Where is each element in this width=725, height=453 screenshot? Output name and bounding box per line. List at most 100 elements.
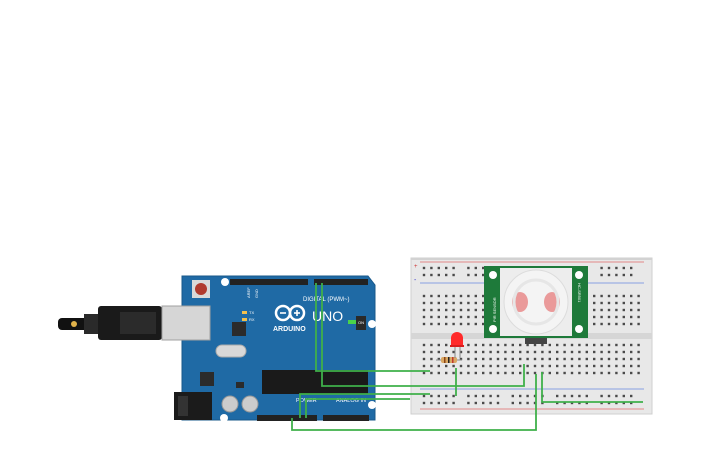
breadboard-hole[interactable] (489, 401, 492, 405)
breadboard-hole[interactable] (548, 371, 551, 375)
breadboard-hole[interactable] (459, 308, 463, 312)
breadboard-hole[interactable] (422, 273, 426, 277)
breadboard-hole[interactable] (511, 343, 514, 347)
breadboard-hole[interactable] (474, 273, 477, 277)
breadboard-hole[interactable] (489, 394, 492, 398)
breadboard-hole[interactable] (452, 350, 455, 354)
breadboard-hole[interactable] (600, 301, 603, 305)
breadboard-hole[interactable] (452, 322, 455, 326)
breadboard-hole[interactable] (622, 301, 625, 305)
breadboard-hole[interactable] (459, 294, 463, 298)
breadboard-hole[interactable] (496, 350, 500, 354)
breadboard-hole[interactable] (474, 401, 477, 405)
breadboard-hole[interactable] (437, 301, 440, 305)
breadboard-hole[interactable] (489, 364, 492, 368)
breadboard-hole[interactable] (622, 266, 625, 270)
breadboard-hole[interactable] (430, 315, 433, 319)
breadboard-hole[interactable] (437, 401, 440, 405)
breadboard-hole[interactable] (526, 350, 529, 354)
breadboard-hole[interactable] (482, 394, 485, 398)
breadboard-hole[interactable] (430, 273, 433, 277)
breadboard-hole[interactable] (496, 401, 500, 405)
breadboard-hole[interactable] (607, 266, 611, 270)
breadboard-hole[interactable] (496, 394, 500, 398)
breadboard-hole[interactable] (578, 350, 581, 354)
breadboard-hole[interactable] (467, 301, 470, 305)
breadboard-hole[interactable] (422, 308, 426, 312)
breadboard-hole[interactable] (607, 315, 611, 319)
breadboard-hole[interactable] (519, 401, 522, 405)
breadboard-hole[interactable] (459, 364, 463, 368)
breadboard-hole[interactable] (519, 364, 522, 368)
breadboard-hole[interactable] (556, 350, 559, 354)
breadboard-hole[interactable] (467, 350, 470, 354)
breadboard-hole[interactable] (474, 266, 477, 270)
wire-pir-gnd[interactable] (291, 374, 537, 431)
breadboard-hole[interactable] (445, 371, 448, 375)
breadboard-hole[interactable] (563, 371, 566, 375)
breadboard-hole[interactable] (430, 266, 433, 270)
breadboard-hole[interactable] (533, 401, 537, 405)
breadboard-hole[interactable] (622, 394, 625, 398)
breadboard-hole[interactable] (482, 371, 485, 375)
breadboard-hole[interactable] (430, 301, 433, 305)
breadboard-hole[interactable] (615, 394, 618, 398)
breadboard-hole[interactable] (467, 322, 470, 326)
breadboard-hole[interactable] (533, 371, 537, 375)
breadboard-hole[interactable] (519, 343, 522, 347)
breadboard-hole[interactable] (622, 350, 625, 354)
breadboard-hole[interactable] (548, 350, 551, 354)
breadboard-hole[interactable] (459, 357, 463, 361)
breadboard-hole[interactable] (526, 394, 529, 398)
breadboard-hole[interactable] (445, 315, 448, 319)
breadboard-hole[interactable] (482, 322, 485, 326)
breadboard-hole[interactable] (496, 357, 500, 361)
breadboard-hole[interactable] (570, 401, 574, 405)
breadboard-hole[interactable] (422, 350, 426, 354)
breadboard-hole[interactable] (570, 364, 574, 368)
breadboard-hole[interactable] (637, 308, 640, 312)
breadboard-hole[interactable] (637, 322, 640, 326)
breadboard-hole[interactable] (637, 315, 640, 319)
breadboard-hole[interactable] (445, 266, 448, 270)
breadboard-hole[interactable] (511, 394, 514, 398)
breadboard-hole[interactable] (474, 357, 477, 361)
breadboard-hole[interactable] (437, 273, 440, 277)
breadboard-hole[interactable] (511, 357, 514, 361)
breadboard-hole[interactable] (615, 401, 618, 405)
breadboard-hole[interactable] (578, 357, 581, 361)
breadboard-hole[interactable] (452, 364, 455, 368)
breadboard-hole[interactable] (474, 350, 477, 354)
breadboard-hole[interactable] (474, 371, 477, 375)
red-led[interactable] (450, 332, 464, 358)
breadboard-hole[interactable] (519, 371, 522, 375)
breadboard-hole[interactable] (622, 401, 625, 405)
breadboard-hole[interactable] (570, 343, 574, 347)
breadboard-hole[interactable] (570, 371, 574, 375)
breadboard-hole[interactable] (615, 343, 618, 347)
breadboard-hole[interactable] (600, 315, 603, 319)
breadboard-hole[interactable] (467, 273, 470, 277)
breadboard-hole[interactable] (607, 350, 611, 354)
breadboard-hole[interactable] (526, 371, 529, 375)
breadboard-hole[interactable] (422, 364, 426, 368)
breadboard-hole[interactable] (526, 343, 529, 347)
breadboard-hole[interactable] (445, 322, 448, 326)
breadboard-hole[interactable] (570, 357, 574, 361)
breadboard-hole[interactable] (504, 371, 507, 375)
breadboard-hole[interactable] (630, 266, 633, 270)
breadboard-hole[interactable] (430, 394, 433, 398)
breadboard-hole[interactable] (511, 371, 514, 375)
breadboard-hole[interactable] (615, 371, 618, 375)
breadboard-hole[interactable] (578, 364, 581, 368)
breadboard-hole[interactable] (437, 315, 440, 319)
breadboard-hole[interactable] (548, 357, 551, 361)
breadboard-hole[interactable] (452, 266, 455, 270)
breadboard-hole[interactable] (526, 357, 529, 361)
breadboard-hole[interactable] (600, 308, 603, 312)
breadboard-hole[interactable] (519, 357, 522, 361)
reset-button[interactable] (195, 283, 207, 295)
breadboard-hole[interactable] (615, 273, 618, 277)
breadboard-hole[interactable] (607, 273, 611, 277)
breadboard-hole[interactable] (452, 308, 455, 312)
